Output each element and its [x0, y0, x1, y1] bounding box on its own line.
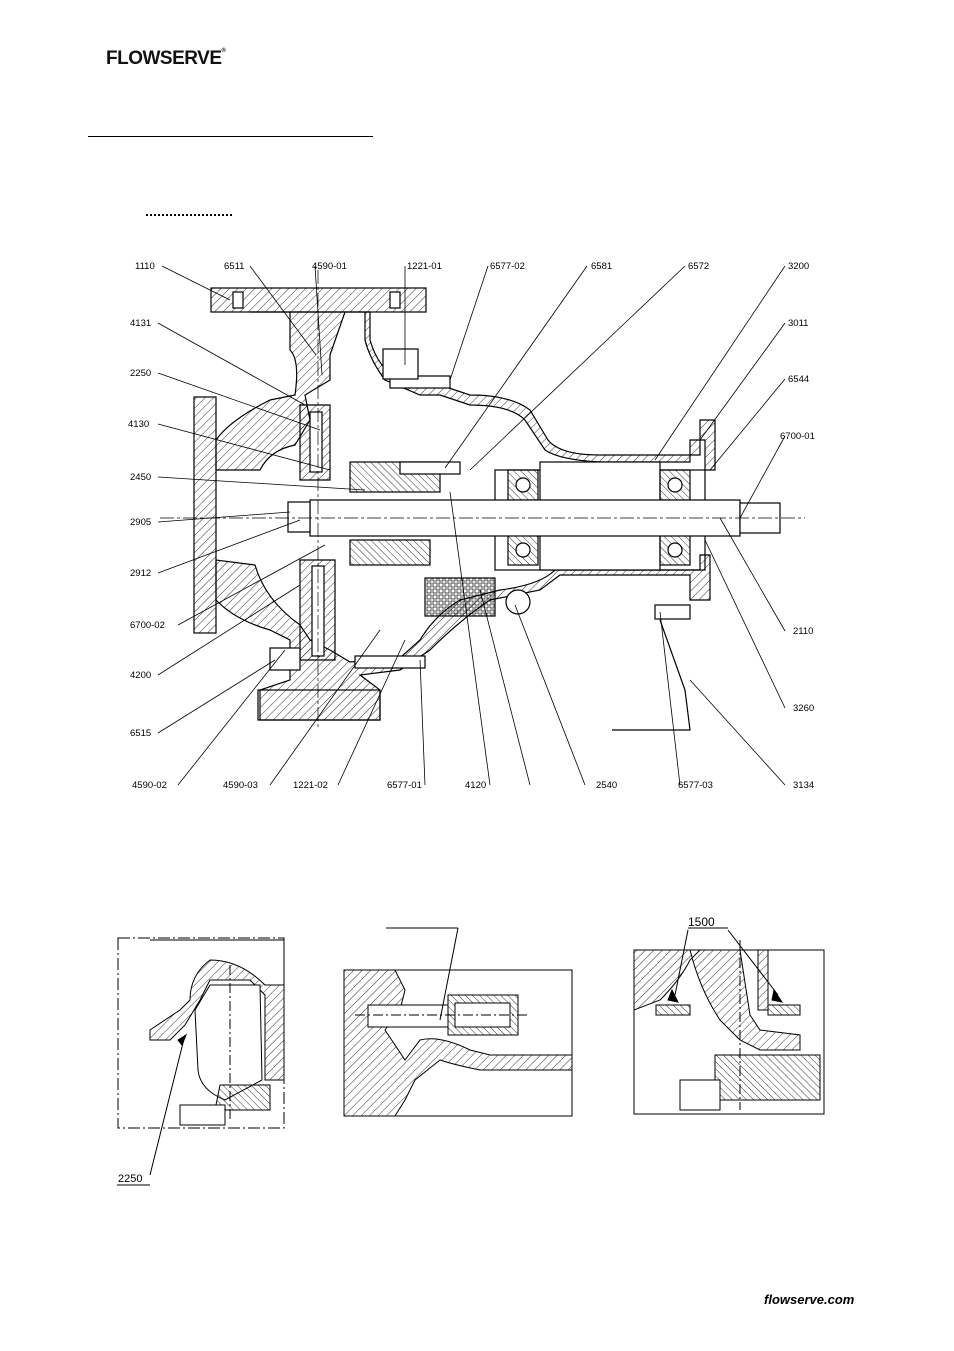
logo-text: FLOWSERVE [106, 48, 222, 69]
callout-6572: 6572 [688, 261, 709, 272]
casing-foot [257, 689, 381, 721]
seal-bottom [349, 539, 431, 566]
suction-flange [193, 396, 217, 634]
callout-4120: 4120 [465, 780, 486, 791]
callout-2905: 2905 [130, 517, 151, 528]
callout-4590-02: 4590-02 [132, 780, 167, 791]
detail-view-right [633, 927, 825, 1115]
detail-left-label: 2250 [118, 1173, 142, 1185]
callout-6577-02: 6577-02 [490, 261, 525, 272]
callout-6577-03: 6577-03 [678, 780, 713, 791]
vent-box [382, 348, 419, 380]
title-underline [88, 136, 373, 137]
center-lines [160, 270, 805, 730]
callout-1221-01: 1221-01 [407, 261, 442, 272]
callout-3011: 3011 [788, 318, 808, 329]
callout-4590-01: 4590-01 [312, 261, 347, 272]
stud-left [269, 647, 301, 671]
callout-2912: 2912 [130, 568, 151, 579]
dotted-placeholder-line [146, 214, 232, 216]
detail-view-middle [343, 927, 573, 1117]
callout-6511: 6511 [224, 261, 244, 272]
callout-6577-01: 6577-01 [387, 780, 422, 791]
callout-2450: 2450 [130, 472, 151, 483]
callout-4130: 4130 [128, 419, 149, 430]
callout-6581: 6581 [591, 261, 612, 272]
callout-1110: 1110 [135, 261, 155, 272]
callout-4131: 4131 [130, 318, 151, 329]
impeller-nut [287, 501, 311, 533]
callout-4590-03: 4590-03 [223, 780, 258, 791]
oil-chamber [424, 577, 496, 617]
callout-3200: 3200 [788, 261, 809, 272]
callout-6700-01: 6700-01 [780, 431, 815, 442]
callout-2110: 2110 [793, 626, 813, 637]
callout-6515: 6515 [130, 728, 151, 739]
leader-lines [157, 265, 786, 786]
logo-registered-mark: ® [221, 48, 226, 54]
casing-upper [215, 311, 716, 471]
main-section [193, 287, 781, 731]
flowserve-logo: FLOWSERVE® [106, 48, 226, 70]
callout-labels: 1110 6511 4590-01 1221-01 6577-02 6581 6… [128, 261, 815, 791]
callout-4200: 4200 [130, 670, 151, 681]
detail-view-left [117, 937, 285, 1186]
callout-2250: 2250 [130, 368, 151, 379]
callout-1221-02: 1221-02 [293, 780, 328, 791]
stud-bottom [354, 655, 426, 669]
stud-foot [654, 604, 691, 620]
callout-6544: 6544 [788, 374, 809, 385]
callout-2540: 2540 [596, 780, 617, 791]
stud-mid [399, 461, 461, 475]
callout-3260: 3260 [793, 703, 814, 714]
footer-website[interactable]: flowserve.com [764, 1292, 855, 1307]
callout-6700-02: 6700-02 [130, 620, 165, 631]
support-leg [612, 619, 691, 731]
detail-right-label: 1500 [688, 915, 715, 929]
drain-plug [505, 589, 531, 615]
callout-3134: 3134 [793, 780, 814, 791]
